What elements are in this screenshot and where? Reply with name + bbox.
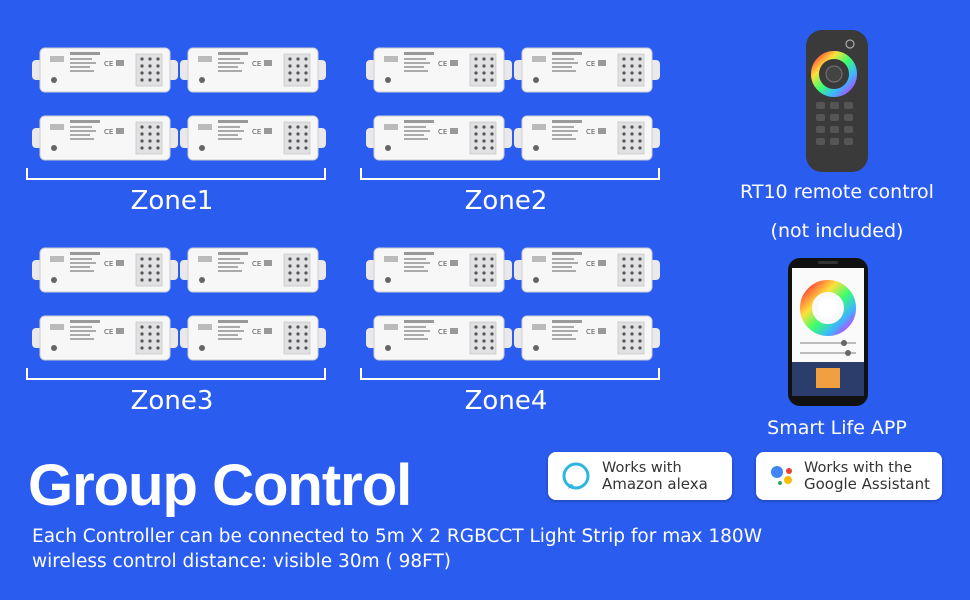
led-controller-image: CE: [366, 315, 512, 361]
description-line2: wireless control distance: visible 30m (…: [32, 551, 451, 572]
zone4-controller-3: CE: [366, 314, 512, 362]
svg-text:CE: CE: [438, 60, 447, 68]
zone1-controller-2: CE: [180, 46, 326, 94]
smartphone-image: [788, 258, 868, 406]
remote-icon: [811, 39, 857, 145]
svg-text:CE: CE: [438, 328, 447, 336]
led-controller-image: CE: [514, 315, 660, 361]
google-assistant-icon: [771, 466, 792, 485]
zone1-controller-4: CE: [180, 114, 326, 162]
google-line1: Works with the: [804, 460, 913, 476]
svg-text:CE: CE: [586, 328, 595, 336]
led-controller-image: CE: [32, 115, 178, 161]
svg-text:CE: CE: [438, 128, 447, 136]
zone3-bracket: [26, 368, 326, 380]
zone1-label: Zone1: [130, 186, 214, 216]
google-line2: Google Assistant: [804, 475, 930, 493]
led-controller-image: CE: [180, 115, 326, 161]
led-controller-image: CE: [180, 247, 326, 293]
zone3-controller-4: CE: [180, 314, 326, 362]
zone3-label: Zone3: [130, 386, 214, 416]
svg-text:CE: CE: [104, 128, 113, 136]
remote-note: (not included): [770, 220, 904, 242]
led-controller-image: CE: [514, 47, 660, 93]
alexa-line2: Amazon alexa: [602, 475, 708, 493]
svg-text:CE: CE: [586, 60, 595, 68]
led-controller-image: CE: [180, 315, 326, 361]
remote-control-image: [806, 30, 868, 172]
led-controller-image: CE: [32, 315, 178, 361]
svg-text:CE: CE: [438, 260, 447, 268]
google-assistant-badge: Works with the Google Assistant: [756, 452, 942, 500]
zone2-bracket: [360, 168, 660, 180]
led-controller-image: CE: [366, 247, 512, 293]
svg-text:CE: CE: [104, 260, 113, 268]
svg-text:CE: CE: [104, 60, 113, 68]
description-line1: Each Controller can be connected to 5m X…: [32, 526, 762, 547]
zone3-controller-2: CE: [180, 246, 326, 294]
svg-text:CE: CE: [252, 260, 261, 268]
svg-text:CE: CE: [586, 128, 595, 136]
alexa-line1: Works with: [602, 460, 682, 476]
app-label: Smart Life APP: [767, 417, 907, 439]
zone4-bracket: [360, 368, 660, 380]
svg-text:CE: CE: [252, 60, 261, 68]
zone2-controller-2: CE: [514, 46, 660, 94]
svg-text:CE: CE: [104, 328, 113, 336]
alexa-badge: Works with Amazon alexa: [548, 452, 732, 500]
zone4-label: Zone4: [464, 386, 548, 416]
zone4-controller-1: CE: [366, 246, 512, 294]
svg-text:CE: CE: [252, 128, 261, 136]
zone2-label: Zone2: [464, 186, 548, 216]
alexa-icon: [562, 462, 590, 490]
headline: Group Control: [28, 453, 412, 518]
led-controller-image: CE: [366, 115, 512, 161]
led-controller-image: CE: [32, 247, 178, 293]
zone3-controller-3: CE: [32, 314, 178, 362]
zone1-bracket: [26, 168, 326, 180]
led-controller-image: CE: [180, 47, 326, 93]
zone1-controller-1: CE: [32, 46, 178, 94]
app-screen-icon: [792, 261, 864, 396]
led-controller-image: CE: [366, 47, 512, 93]
svg-text:CE: CE: [252, 328, 261, 336]
led-controller-image: CE: [32, 47, 178, 93]
svg-text:CE: CE: [586, 260, 595, 268]
led-controller-image: CE: [514, 115, 660, 161]
zone2-controller-3: CE: [366, 114, 512, 162]
remote-label: RT10 remote control: [740, 181, 934, 203]
zone1-controller-3: CE: [32, 114, 178, 162]
zone4-controller-4: CE: [514, 314, 660, 362]
zone3-controller-1: CE: [32, 246, 178, 294]
zone2-controller-1: CE: [366, 46, 512, 94]
zone2-controller-4: CE: [514, 114, 660, 162]
zone4-controller-2: CE: [514, 246, 660, 294]
led-controller-image: CE: [514, 247, 660, 293]
